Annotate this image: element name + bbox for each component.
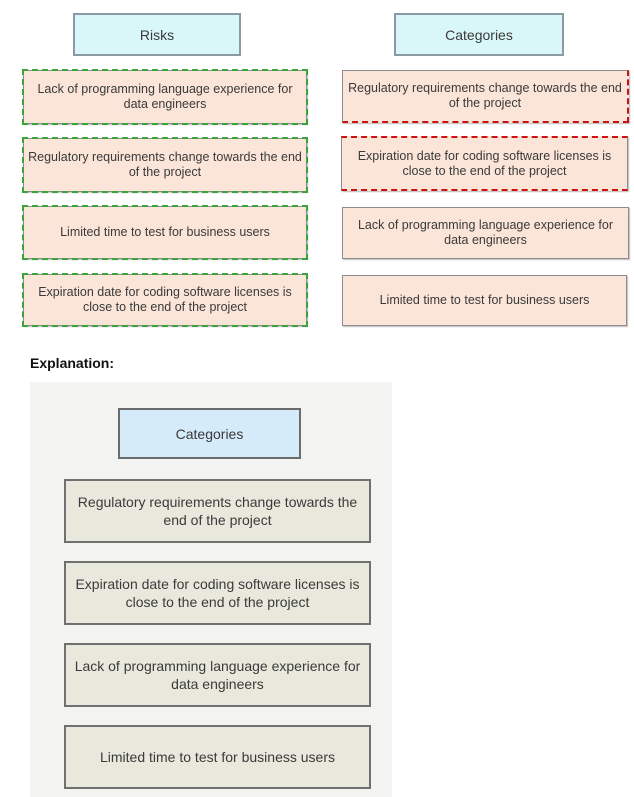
explanation-item: Regulatory requirements change towards t… <box>64 479 371 543</box>
risk-item[interactable]: Expiration date for coding software lice… <box>22 273 308 327</box>
risk-item[interactable]: Regulatory requirements change towards t… <box>22 137 308 193</box>
explanation-item: Expiration date for coding software lice… <box>64 561 371 625</box>
category-slot[interactable]: Lack of programming language experience … <box>342 207 629 259</box>
category-slot[interactable]: Expiration date for coding software lice… <box>341 136 628 191</box>
category-slot[interactable]: Regulatory requirements change towards t… <box>342 70 629 123</box>
explanation-label: Explanation: <box>30 355 115 371</box>
risks-header: Risks <box>73 13 241 56</box>
categories-header: Categories <box>394 13 564 56</box>
explanation-item: Lack of programming language experience … <box>64 643 371 707</box>
explanation-categories-header: Categories <box>118 408 301 459</box>
category-slot[interactable]: Limited time to test for business users <box>342 275 627 326</box>
explanation-item: Limited time to test for business users <box>64 725 371 789</box>
risk-item[interactable]: Lack of programming language experience … <box>22 69 308 125</box>
risk-item[interactable]: Limited time to test for business users <box>22 205 308 260</box>
